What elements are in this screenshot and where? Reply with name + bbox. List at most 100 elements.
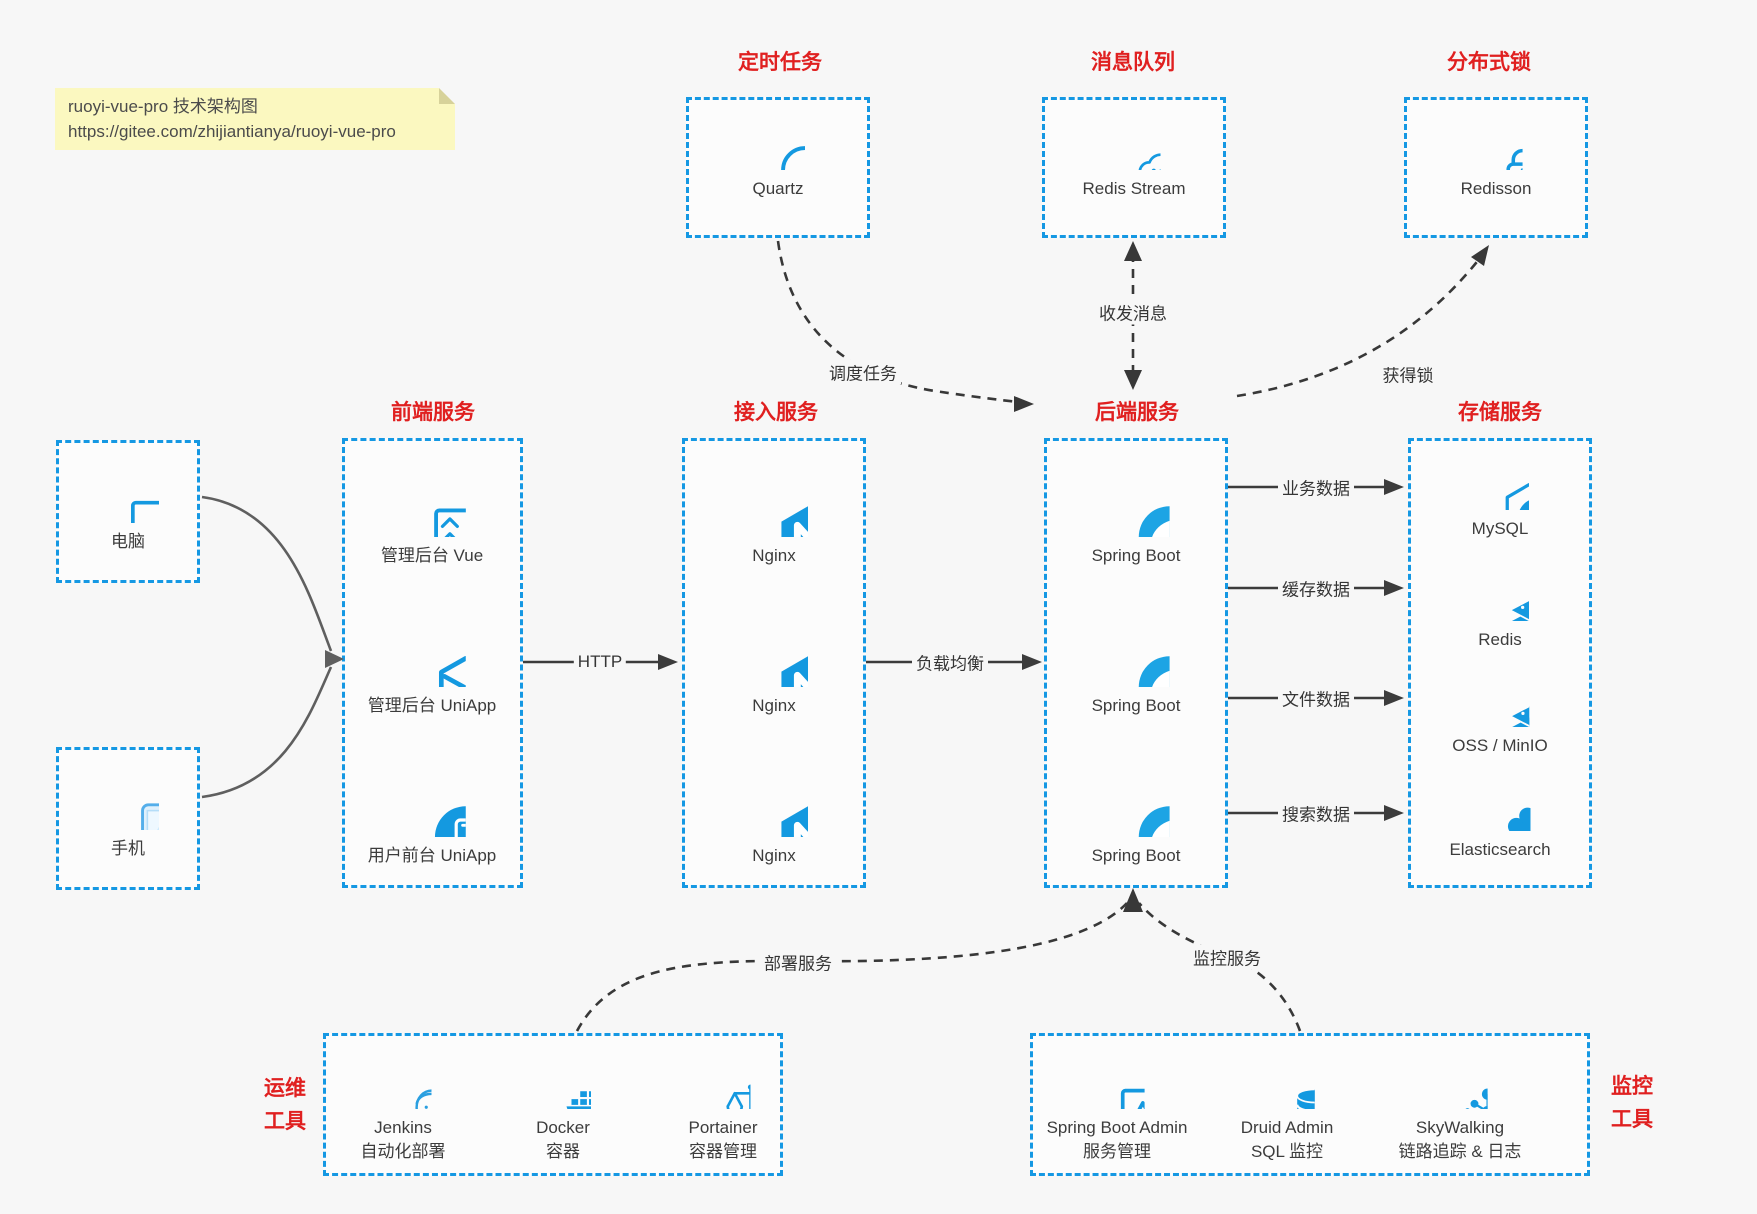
node-label: Spring Boot <box>1091 846 1181 865</box>
cloud-stream-icon <box>1107 116 1161 170</box>
mysql-dolphin-icon <box>1471 452 1529 510</box>
column-title-frontend: 前端服务 <box>391 401 475 424</box>
box-backend-services <box>1044 438 1228 888</box>
note-url: https://gitee.com/zhijiantianya/ruoyi-vu… <box>68 121 396 141</box>
node-label: 用户前台 UniApp <box>367 846 497 865</box>
docker-whale-icon <box>535 1053 591 1109</box>
node-label: Spring Boot Admin 服务管理 <box>1046 1118 1188 1161</box>
node-label: 管理后台 UniApp <box>367 696 497 715</box>
note-title: ruoyi-vue-pro 技术架构图 <box>68 97 258 116</box>
box-redis-stream <box>1042 97 1226 238</box>
uniapp-cube-icon <box>398 619 466 687</box>
desktop-icon <box>97 461 159 523</box>
edge-label-cache-data: 缓存数据 <box>1278 575 1354 601</box>
node-redis-stream: Redis Stream <box>1082 116 1186 201</box>
mobile-app-icon <box>398 769 466 837</box>
nginx-icon <box>740 769 808 837</box>
group-title-distributed-lock: 分布式锁 <box>1447 51 1531 74</box>
node-label: Elasticsearch <box>1449 840 1551 859</box>
admin-dashboard-icon <box>398 469 466 537</box>
group-title-ops-tools: 运维 工具 <box>264 1077 306 1133</box>
node-label: 管理后台 Vue <box>380 546 484 565</box>
node-label: Druid Admin SQL 监控 <box>1240 1118 1334 1161</box>
storage-stack-icon <box>1471 669 1529 727</box>
edge-label-send-receive-message: 收发消息 <box>1095 299 1171 325</box>
node-redis: Redis <box>1471 563 1529 652</box>
node-label: Quartz <box>752 179 804 198</box>
node-label: Spring Boot <box>1091 546 1181 565</box>
edge-label-load-balance: 负载均衡 <box>912 649 988 675</box>
node-spring-boot-3: Spring Boot <box>1091 769 1181 868</box>
node-label: Spring Boot <box>1091 696 1181 715</box>
spring-leaf-icon <box>1102 769 1170 837</box>
node-skywalking: SkyWalking 链路追踪 & 日志 <box>1398 1053 1522 1164</box>
box-phone <box>56 747 200 890</box>
database-cylinder-icon <box>1259 1053 1315 1109</box>
node-portainer: Portainer 容器管理 <box>688 1053 758 1164</box>
column-title-storage: 存储服务 <box>1458 401 1542 424</box>
node-admin-uniapp: 管理后台 UniApp <box>368 619 496 718</box>
elasticsearch-icon <box>1470 771 1530 831</box>
column-title-access: 接入服务 <box>734 401 818 424</box>
spring-leaf-icon <box>1102 469 1170 537</box>
box-storage-services <box>1408 438 1592 888</box>
node-redisson: Redisson <box>1460 116 1532 201</box>
box-quartz <box>686 97 870 238</box>
redis-stack-icon <box>1471 563 1529 621</box>
spring-leaf-icon <box>1102 619 1170 687</box>
smartphone-icon <box>97 768 159 830</box>
node-spring-boot-1: Spring Boot <box>1091 469 1181 568</box>
solid-arrowheads <box>658 479 1404 821</box>
node-admin-vue: 管理后台 Vue <box>381 469 483 568</box>
node-label: Nginx <box>752 546 796 565</box>
column-title-backend: 后端服务 <box>1095 401 1179 424</box>
edge-label-http: HTTP <box>573 652 627 672</box>
lock-icon <box>1469 116 1523 170</box>
edge-label-search-data: 搜索数据 <box>1278 800 1354 826</box>
dashed-arrowheads <box>1014 241 1489 912</box>
sticky-note: ruoyi-vue-pro 技术架构图 https://gitee.com/zh… <box>55 88 455 150</box>
node-spring-boot-2: Spring Boot <box>1091 619 1181 718</box>
node-quartz: Quartz <box>751 116 805 201</box>
node-label: Redisson <box>1460 179 1532 198</box>
clock-icon <box>751 116 805 170</box>
monitor-chart-icon <box>1089 1053 1145 1109</box>
nginx-icon <box>740 469 808 537</box>
edge-label-deploy-service: 部署服务 <box>760 949 836 975</box>
edge-label-dispatch-task: 调度任务 <box>825 359 901 385</box>
box-ops-tools <box>323 1033 783 1176</box>
portainer-scale-icon <box>695 1053 751 1109</box>
node-spring-boot-admin: Spring Boot Admin 服务管理 <box>1046 1053 1188 1164</box>
group-title-monitor-tools: 监控 工具 <box>1611 1075 1653 1131</box>
jenkins-icon <box>375 1053 431 1109</box>
edge-label-monitor-service: 监控服务 <box>1189 944 1265 970</box>
node-nginx-1: Nginx <box>740 469 808 568</box>
edge-label-file-data: 文件数据 <box>1278 685 1354 711</box>
node-label: Redis Stream <box>1082 179 1186 198</box>
node-label: MySQL <box>1471 519 1529 538</box>
node-label: 手机 <box>111 839 145 858</box>
node-druid-admin: Druid Admin SQL 监控 <box>1240 1053 1334 1164</box>
node-label: Docker 容器 <box>536 1118 590 1161</box>
nginx-icon <box>740 619 808 687</box>
box-computer <box>56 440 200 583</box>
node-label: Portainer 容器管理 <box>688 1118 758 1161</box>
node-jenkins: Jenkins 自动化部署 <box>361 1053 446 1164</box>
node-oss-minio: OSS / MinIO <box>1452 669 1548 758</box>
node-label: 电脑 <box>111 532 145 551</box>
box-redisson <box>1404 97 1588 238</box>
node-label: SkyWalking 链路追踪 & 日志 <box>1398 1118 1522 1161</box>
edge-label-acquire-lock: 获得锁 <box>1378 361 1438 387</box>
node-computer: 电脑 <box>97 461 159 554</box>
node-user-uniapp: 用户前台 UniApp <box>368 769 496 868</box>
note-fold-corner <box>439 88 455 104</box>
box-frontend-services <box>342 438 523 888</box>
node-elasticsearch: Elasticsearch <box>1449 771 1551 862</box>
box-access-services <box>682 438 866 888</box>
node-mysql: MySQL <box>1471 452 1529 541</box>
client-curves <box>201 495 333 799</box>
node-label: Redis <box>1478 630 1522 649</box>
group-title-scheduled-task: 定时任务 <box>738 51 822 74</box>
client-arrowhead <box>325 650 344 668</box>
